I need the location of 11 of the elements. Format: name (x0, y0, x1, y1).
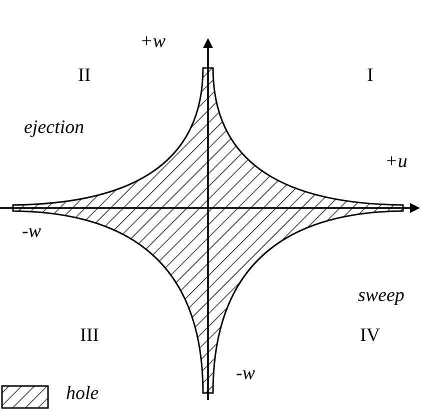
region-label: sweep (358, 286, 404, 305)
axis-label: -w (22, 222, 41, 241)
quadrant-label: II (78, 66, 91, 85)
quadrant-label: I (367, 66, 374, 85)
legend-label: hole (66, 384, 99, 403)
axis-label: +u (385, 152, 408, 171)
axis-label: -w (236, 364, 255, 383)
quadrant-label: III (80, 326, 99, 345)
quadrant-label: IV (360, 326, 380, 345)
axis-label: +w (140, 32, 166, 51)
region-label: ejection (24, 118, 84, 137)
